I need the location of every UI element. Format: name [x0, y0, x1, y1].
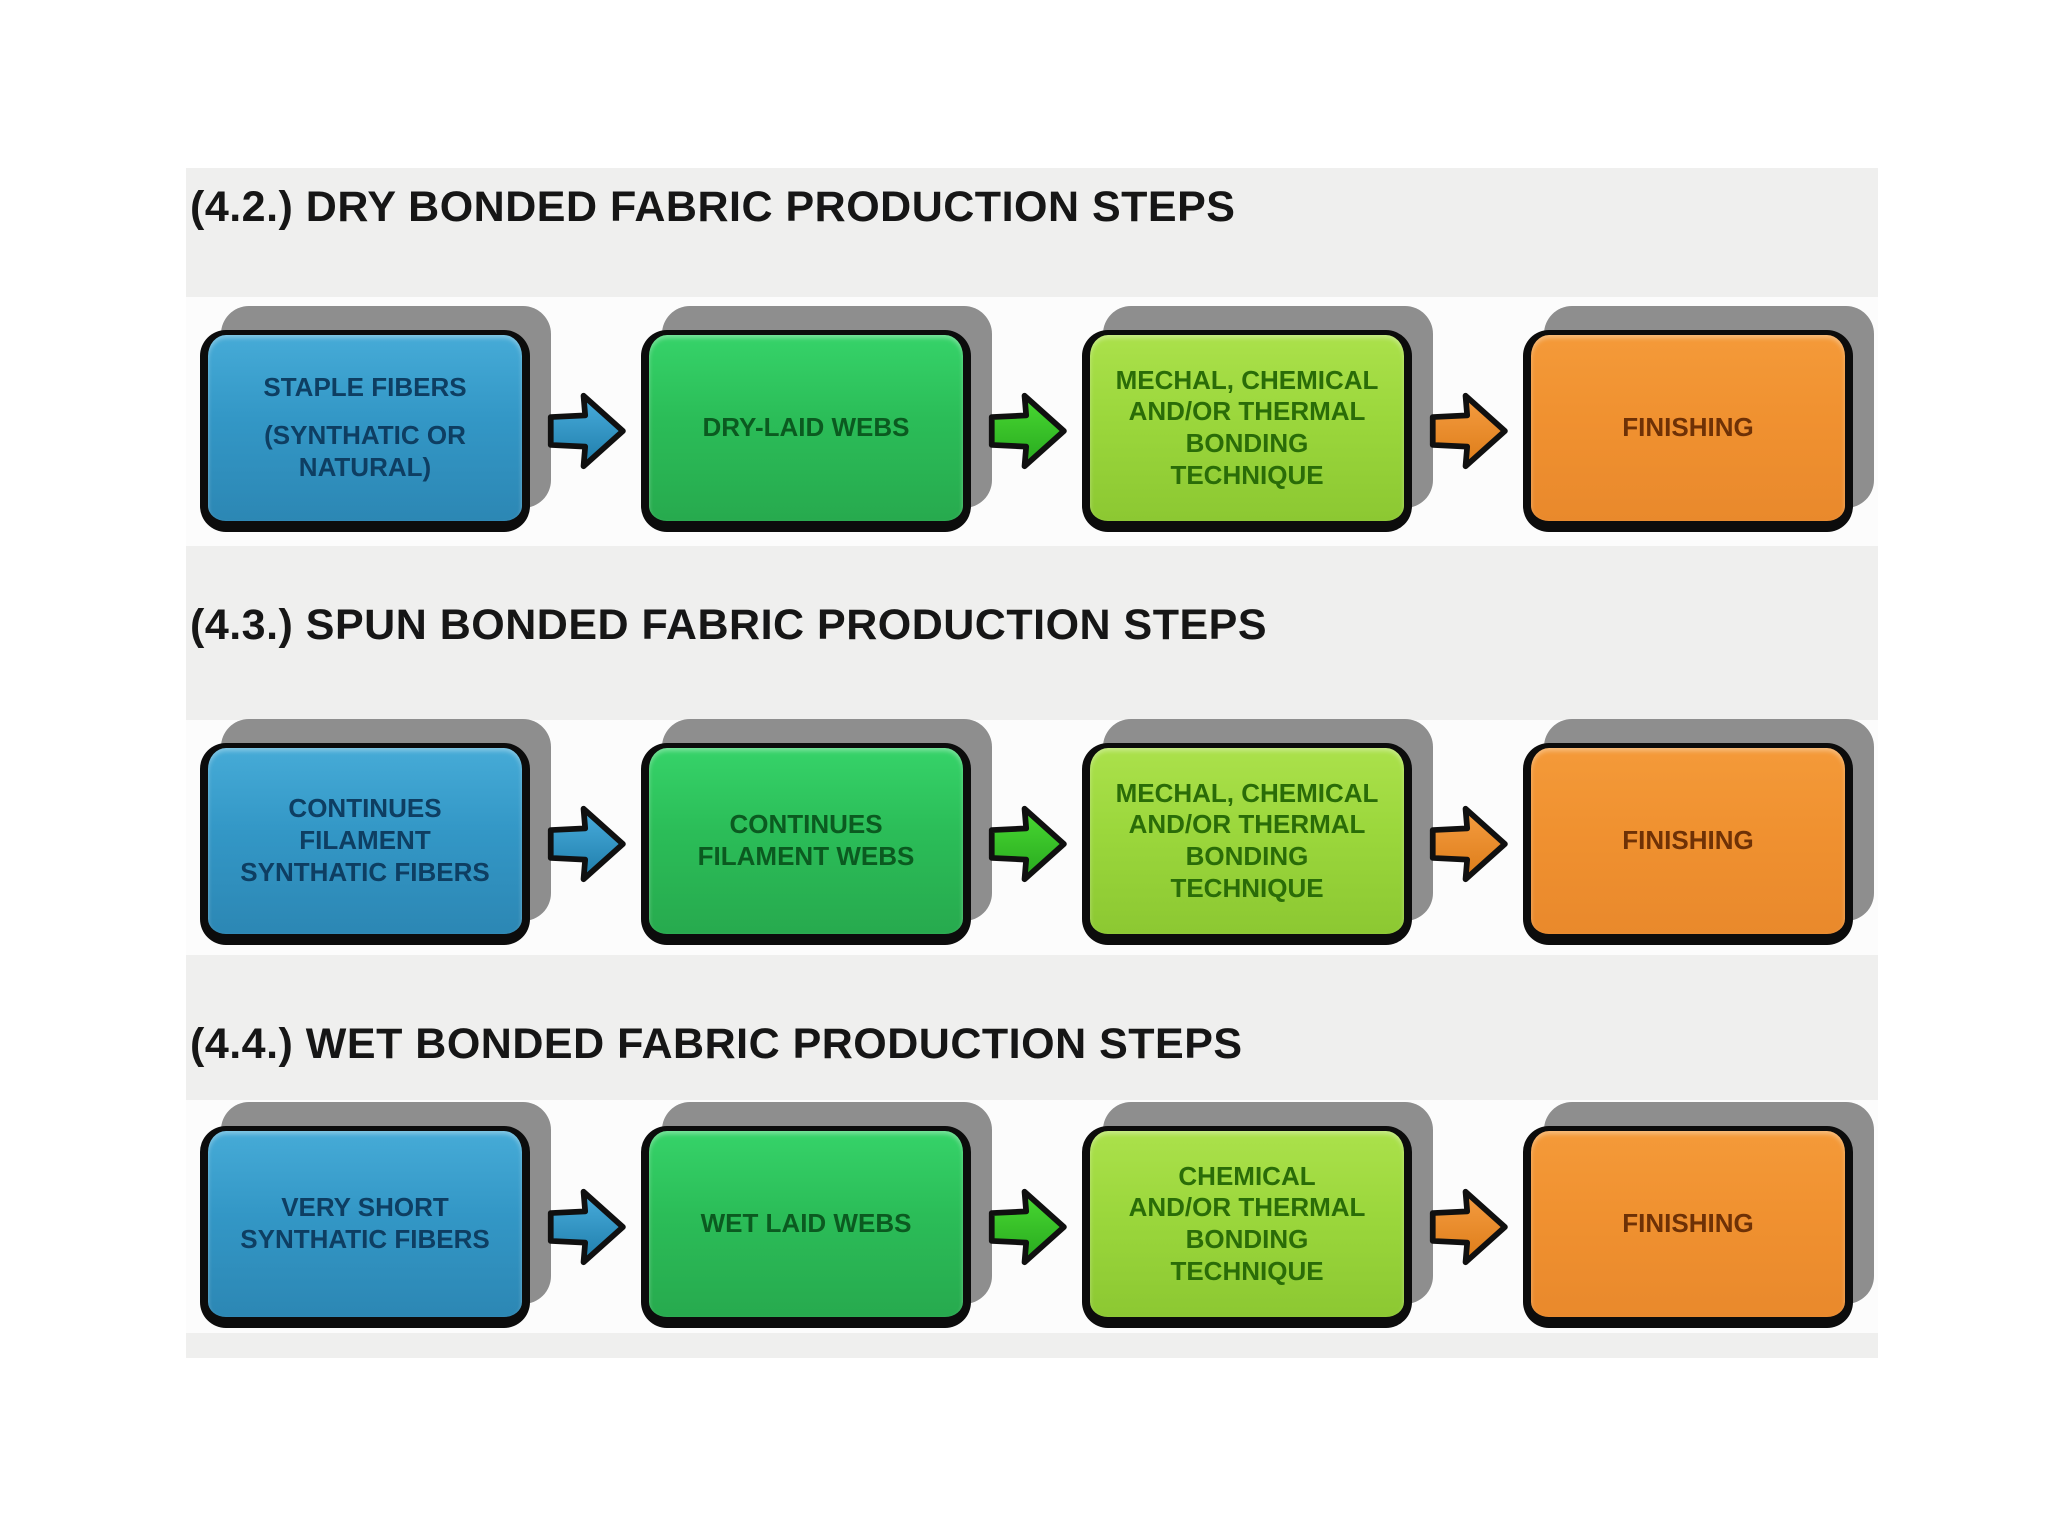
- step-label: FINISHING: [1622, 1208, 1754, 1239]
- step-wet-laid-webs: WET LAID WEBS: [641, 1126, 971, 1328]
- flow-arrow-icon: [971, 743, 1082, 945]
- step-dry-laid-webs: DRY-LAID WEBS: [641, 330, 971, 532]
- step-finishing: FINISHING: [1523, 743, 1853, 945]
- flow-arrow-icon: [530, 1126, 641, 1328]
- flow-arrow-icon: [971, 1126, 1082, 1328]
- section-title-dry-bonded: (4.2.) DRY BONDED FABRIC PRODUCTION STEP…: [190, 183, 1236, 231]
- flow-arrow-icon: [1412, 743, 1523, 945]
- step-label: FINISHING: [1622, 412, 1754, 443]
- step-label: FINISHING: [1622, 825, 1754, 856]
- flow-arrow-icon: [1412, 1126, 1523, 1328]
- flow-arrow-icon: [971, 330, 1082, 532]
- step-label: DRY-LAID WEBS: [702, 412, 910, 443]
- step-finishing: FINISHING: [1523, 330, 1853, 532]
- section-title-spun-bonded: (4.3.) SPUN BONDED FABRIC PRODUCTION STE…: [190, 601, 1267, 649]
- flow-arrow-icon: [530, 330, 641, 532]
- section-title-wet-bonded: (4.4.) WET BONDED FABRIC PRODUCTION STEP…: [190, 1020, 1243, 1068]
- step-label: WET LAID WEBS: [700, 1208, 912, 1239]
- flow-arrow-icon: [1412, 330, 1523, 532]
- flow-arrow-icon: [530, 743, 641, 945]
- step-finishing: FINISHING: [1523, 1126, 1853, 1328]
